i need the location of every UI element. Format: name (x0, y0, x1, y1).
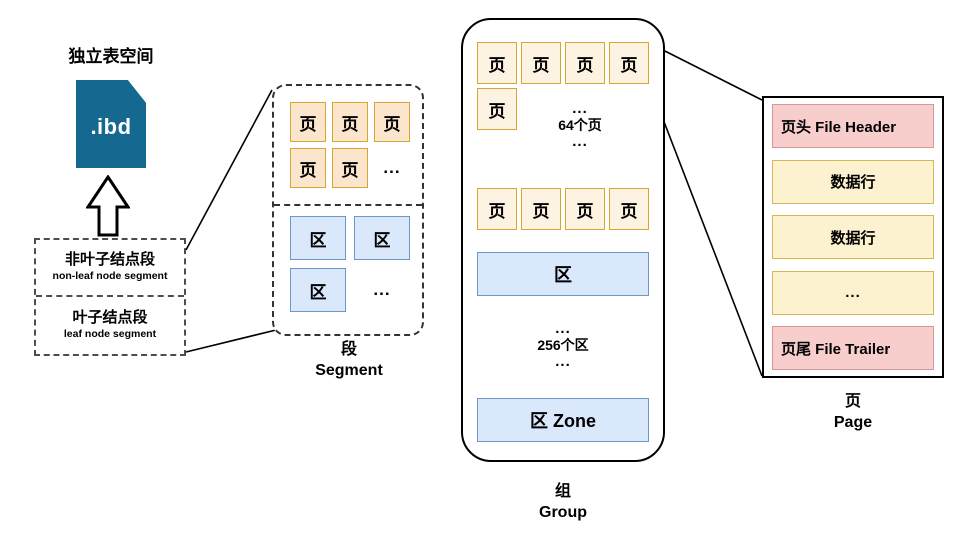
segment-page-chip: 页 (374, 102, 410, 142)
page-row-file-trailer: 页尾 File Trailer (772, 326, 934, 370)
segment-page-ellipsis: ... (383, 158, 401, 177)
segment-container: 页 页 页 页 页 ... 区 区 区 ... (272, 84, 424, 336)
page-row-data: 数据行 (772, 159, 934, 204)
segment-zone-chip: 区 (290, 268, 346, 312)
segment-page-chip: 页 (332, 102, 368, 142)
segment-zone-chip: 区 (290, 216, 346, 260)
tablespace-title: 独立表空间 (68, 47, 154, 66)
group-page-count: 64个页 (558, 117, 602, 134)
segment-zone-ellipsis: ... (373, 280, 391, 299)
group-page-chip: 页 (477, 42, 517, 84)
page-caption-en: Page (833, 413, 873, 431)
group-page-note-bottom: ... (572, 133, 588, 151)
group-page-chip: 页 (565, 42, 605, 84)
non-leaf-segment-cn: 非叶子结点段 (64, 251, 155, 269)
segment-caption-cn: 段 (340, 341, 357, 358)
group-caption-en: Group (539, 503, 587, 521)
segment-caption-en: Segment (315, 361, 383, 379)
ibd-file-icon: .ibd (76, 80, 146, 168)
group-page-chip: 页 (521, 42, 561, 84)
page-caption-cn: 页 (844, 393, 861, 410)
group-page-chip: 页 (477, 188, 517, 230)
leaf-segment-cn: 叶子结点段 (72, 309, 148, 327)
segment-divider (274, 204, 422, 206)
group-caption-cn: 组 (554, 483, 571, 500)
group-page-chip: 页 (521, 188, 561, 230)
page-row-data: 数据行 (772, 215, 934, 259)
page-structure-container: 页头 File Header 数据行 数据行 ... 页尾 File Trail… (762, 96, 944, 378)
segment-page-chip: 页 (290, 102, 326, 142)
group-page-chip: 页 (565, 188, 605, 230)
page-row-ellipsis: ... (772, 270, 934, 315)
group-page-chip: 页 (477, 88, 517, 130)
segment-caption: 段 Segment (278, 340, 420, 382)
leaf-segment-en: leaf node segment (63, 328, 157, 341)
non-leaf-segment-cell: 非叶子结点段 non-leaf node segment (36, 240, 184, 297)
non-leaf-segment-en: non-leaf node segment (52, 270, 168, 283)
ibd-extension-label: .ibd (90, 114, 132, 139)
segment-page-chip: 页 (290, 148, 326, 188)
group-zone-note: ... 256个区 ... (487, 320, 639, 371)
group-page-note-top: ... (572, 100, 588, 117)
group-page-chip: 页 (609, 42, 649, 84)
group-page-chip: 页 (609, 188, 649, 230)
segment-zone-chip: 区 (354, 216, 410, 260)
group-zone-count: 256个区 (537, 337, 589, 354)
group-page-note: ... 64个页 ... (515, 100, 645, 151)
group-zone-note-top: ... (555, 320, 571, 337)
group-zone-bar-bottom: 区 Zone (477, 398, 649, 442)
group-zone-note-bottom: ... (555, 353, 571, 371)
group-zone-bar-top: 区 (477, 252, 649, 296)
leaf-segment-cell: 叶子结点段 leaf node segment (36, 297, 184, 354)
group-container: 页 页 页 页 页 ... 64个页 ... 页 页 页 页 区 ... 256… (461, 18, 665, 462)
page-row-file-header: 页头 File Header (772, 104, 934, 148)
segment-page-chip: 页 (332, 148, 368, 188)
segment-definition-box: 非叶子结点段 non-leaf node segment 叶子结点段 leaf … (34, 238, 186, 356)
page-caption: 页 Page (782, 392, 924, 434)
group-caption: 组 Group (492, 482, 634, 524)
up-arrow-icon (86, 175, 130, 237)
